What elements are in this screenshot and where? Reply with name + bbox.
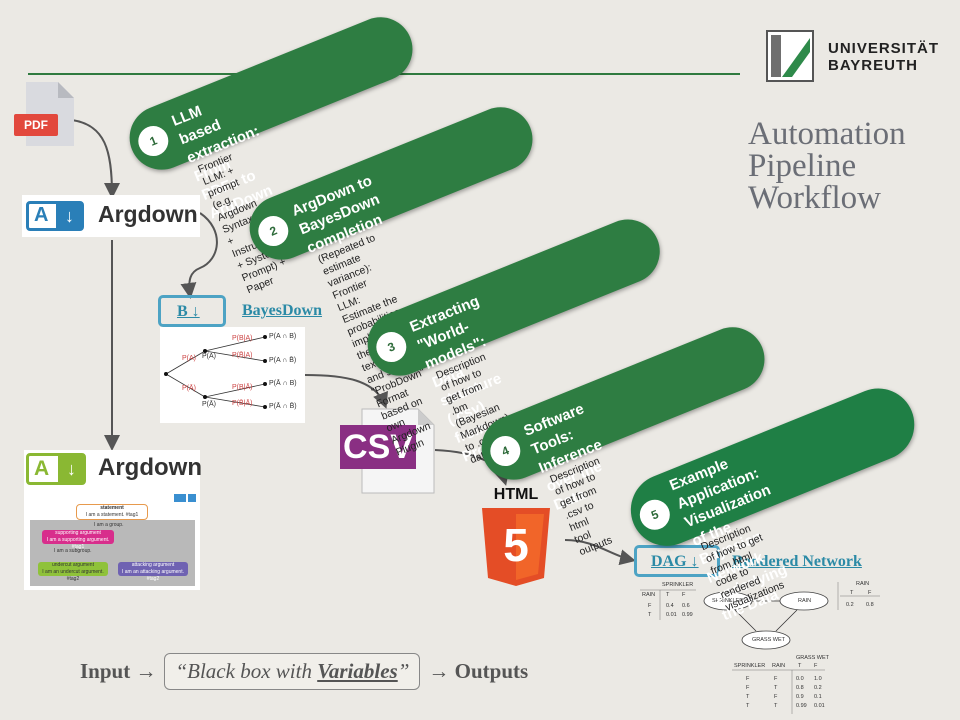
bayesdown-label: BayesDown (242, 302, 323, 319)
source-button[interactable] (174, 494, 186, 502)
html5-icon: HTML 5 (480, 486, 552, 586)
argdown-logo: A ↓ Argdown (22, 195, 200, 237)
university-logo-icon (766, 30, 814, 82)
csv-file-icon: CSV (340, 407, 436, 495)
probability-tree: P(A) P(Ā) P(A) P(Ā) P(B|A) P(B̄|A) P(B|Ā… (160, 327, 305, 423)
pdf-file-icon: PDF (14, 80, 78, 148)
rendered-network: SPRINKLER RAIN GRASS WET SPRINKLER RAIN … (640, 581, 880, 714)
toggle-button[interactable] (188, 494, 196, 502)
bayesdown-badge: B ↓ (158, 295, 226, 327)
rendered-network-label: Rendered Network (732, 553, 862, 570)
black-box: “Black box with Variables” (164, 653, 421, 690)
dag-badge: DAG ↓ (634, 545, 720, 577)
input-output-caption: Input → “Black box with Variables” → Out… (80, 653, 528, 690)
argdown-logo-green: A ↓ Argdown (24, 450, 202, 490)
